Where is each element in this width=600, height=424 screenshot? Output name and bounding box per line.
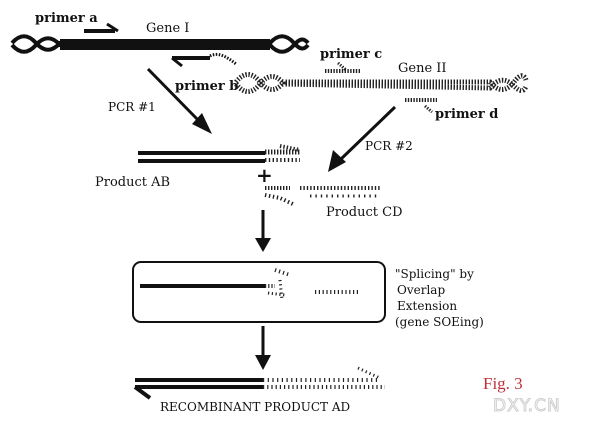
pcr-2-arrow	[328, 105, 397, 172]
recombinant-label: RECOMBINANT PRODUCT AD	[160, 400, 350, 414]
down-arrow-2	[255, 326, 271, 370]
splicing-line-4: (gene SOEing)	[395, 315, 484, 329]
product-ab-label: Product AB	[95, 175, 170, 190]
recombinant-dna	[133, 366, 385, 400]
primer-c-arrow	[325, 61, 360, 73]
gene-1-dna	[10, 34, 310, 54]
gene-2-label: Gene II	[398, 61, 447, 76]
splicing-line-1: "Splicing" by	[395, 267, 474, 281]
product-cd-dna	[264, 186, 380, 207]
down-arrow-1	[255, 210, 271, 252]
figure-label: Fig. 3	[483, 374, 523, 393]
product-cd-label: Product CD	[326, 205, 403, 220]
primer-b-arrow	[171, 52, 237, 68]
primer-a-label: primer a	[35, 11, 98, 26]
plus-sign: +	[256, 163, 273, 187]
watermark: DXY.CN	[493, 396, 561, 416]
splicing-description: "Splicing" by Overlap Extension (gene SO…	[395, 267, 484, 329]
primer-a-arrow	[84, 22, 119, 33]
primer-d-arrow	[405, 98, 437, 114]
pcr-2-label: PCR #2	[365, 139, 413, 153]
pcr-1-arrow	[146, 67, 212, 134]
primer-b-label: primer b	[175, 79, 238, 94]
splicing-line-3: Extension	[397, 299, 457, 313]
primer-c-label: primer c	[320, 47, 382, 62]
splicing-line-2: Overlap	[397, 283, 445, 297]
splicing-dna	[140, 268, 360, 301]
primer-d-label: primer d	[435, 107, 498, 122]
gene-1-label: Gene I	[146, 21, 189, 36]
splicing-box	[132, 261, 386, 323]
product-ab-dna	[138, 144, 301, 163]
gene-2-dna	[234, 72, 529, 94]
pcr-1-label: PCR #1	[108, 100, 156, 114]
